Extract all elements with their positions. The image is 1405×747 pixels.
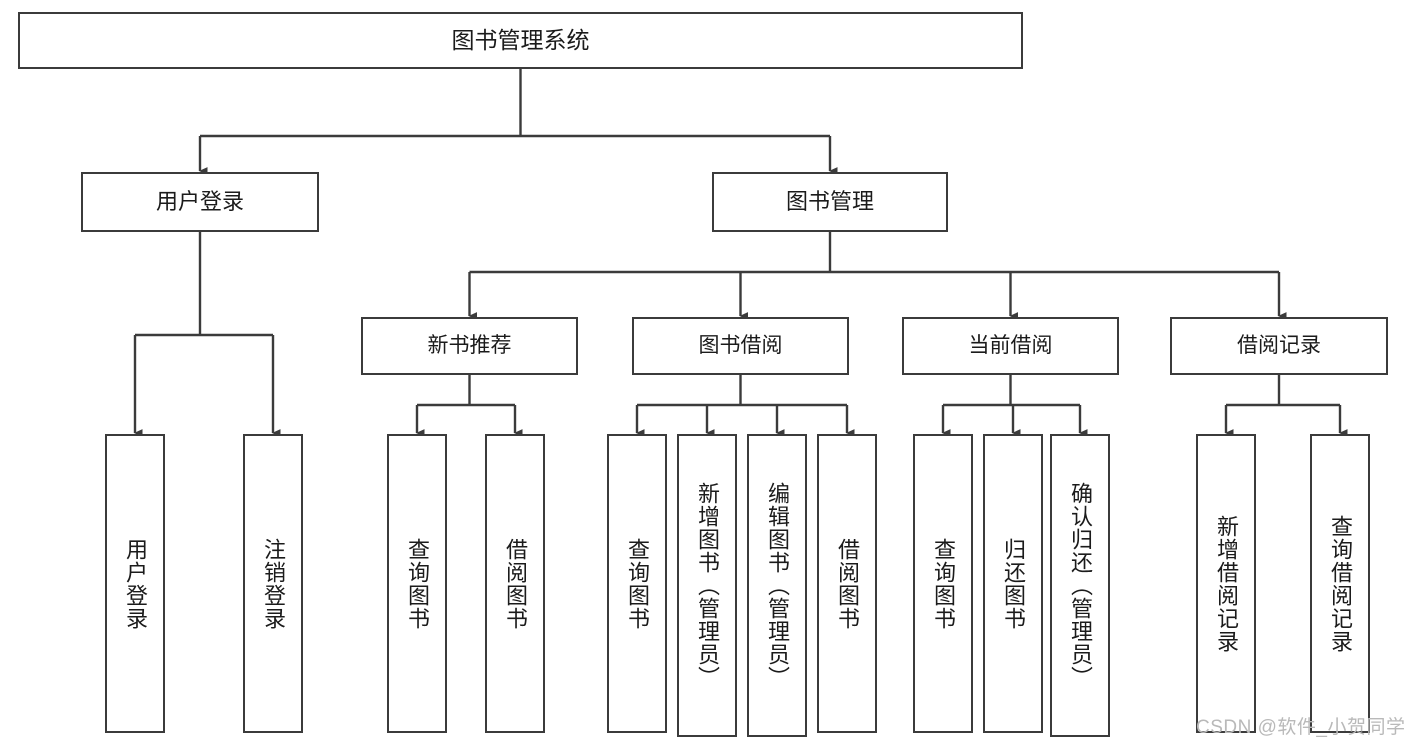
- node-current-borrow[interactable]: 当前借阅: [902, 317, 1119, 375]
- node-book-borrow[interactable]: 图书借阅: [632, 317, 849, 375]
- node-leaf-query-record[interactable]: 查询借阅记录: [1310, 434, 1370, 733]
- node-leaf-user-login[interactable]: 用户登录: [105, 434, 165, 733]
- node-user-login[interactable]: 用户登录: [81, 172, 319, 232]
- node-label: 借阅图书: [834, 537, 860, 630]
- node-leaf-borrow-book-2[interactable]: 借阅图书: [817, 434, 877, 733]
- node-label: 注销登录: [260, 537, 286, 630]
- watermark-text: CSDN @软件_小贺同学: [1196, 717, 1405, 738]
- node-label: 查询图书: [404, 537, 430, 630]
- node-leaf-user-logout[interactable]: 注销登录: [243, 434, 303, 733]
- node-label: 图书管理系统: [451, 26, 590, 53]
- node-leaf-edit-book[interactable]: 编辑图书（管理员）: [747, 434, 807, 737]
- node-leaf-query-book-1[interactable]: 查询图书: [387, 434, 447, 733]
- node-label: 借阅图书: [502, 537, 528, 630]
- node-label: 用户登录: [122, 537, 148, 630]
- node-label: 查询图书: [930, 537, 956, 630]
- node-leaf-confirm-return[interactable]: 确认归还（管理员）: [1050, 434, 1110, 737]
- node-label: 图书借阅: [698, 333, 783, 357]
- node-label: 当前借阅: [968, 333, 1053, 357]
- node-root[interactable]: 图书管理系统: [18, 12, 1023, 69]
- node-leaf-borrow-book-1[interactable]: 借阅图书: [485, 434, 545, 733]
- node-borrow-record[interactable]: 借阅记录: [1170, 317, 1388, 375]
- node-book-manage[interactable]: 图书管理: [712, 172, 948, 232]
- node-label: 新书推荐: [427, 333, 512, 357]
- node-label: 新增图书（管理员）: [694, 482, 720, 689]
- node-label: 查询图书: [624, 537, 650, 630]
- node-leaf-add-record[interactable]: 新增借阅记录: [1196, 434, 1256, 733]
- node-leaf-query-book-2[interactable]: 查询图书: [607, 434, 667, 733]
- node-new-book-rec[interactable]: 新书推荐: [361, 317, 578, 375]
- node-label: 编辑图书（管理员）: [764, 482, 790, 689]
- node-leaf-add-book[interactable]: 新增图书（管理员）: [677, 434, 737, 737]
- node-label: 用户登录: [155, 189, 244, 215]
- node-label: 图书管理: [785, 189, 874, 215]
- node-leaf-return-book[interactable]: 归还图书: [983, 434, 1043, 733]
- node-label: 归还图书: [1000, 537, 1026, 630]
- node-label: 查询借阅记录: [1327, 514, 1353, 653]
- node-label: 借阅记录: [1237, 333, 1321, 357]
- node-leaf-query-book-3[interactable]: 查询图书: [913, 434, 973, 733]
- node-label: 新增借阅记录: [1213, 514, 1239, 653]
- node-label: 确认归还（管理员）: [1067, 482, 1093, 689]
